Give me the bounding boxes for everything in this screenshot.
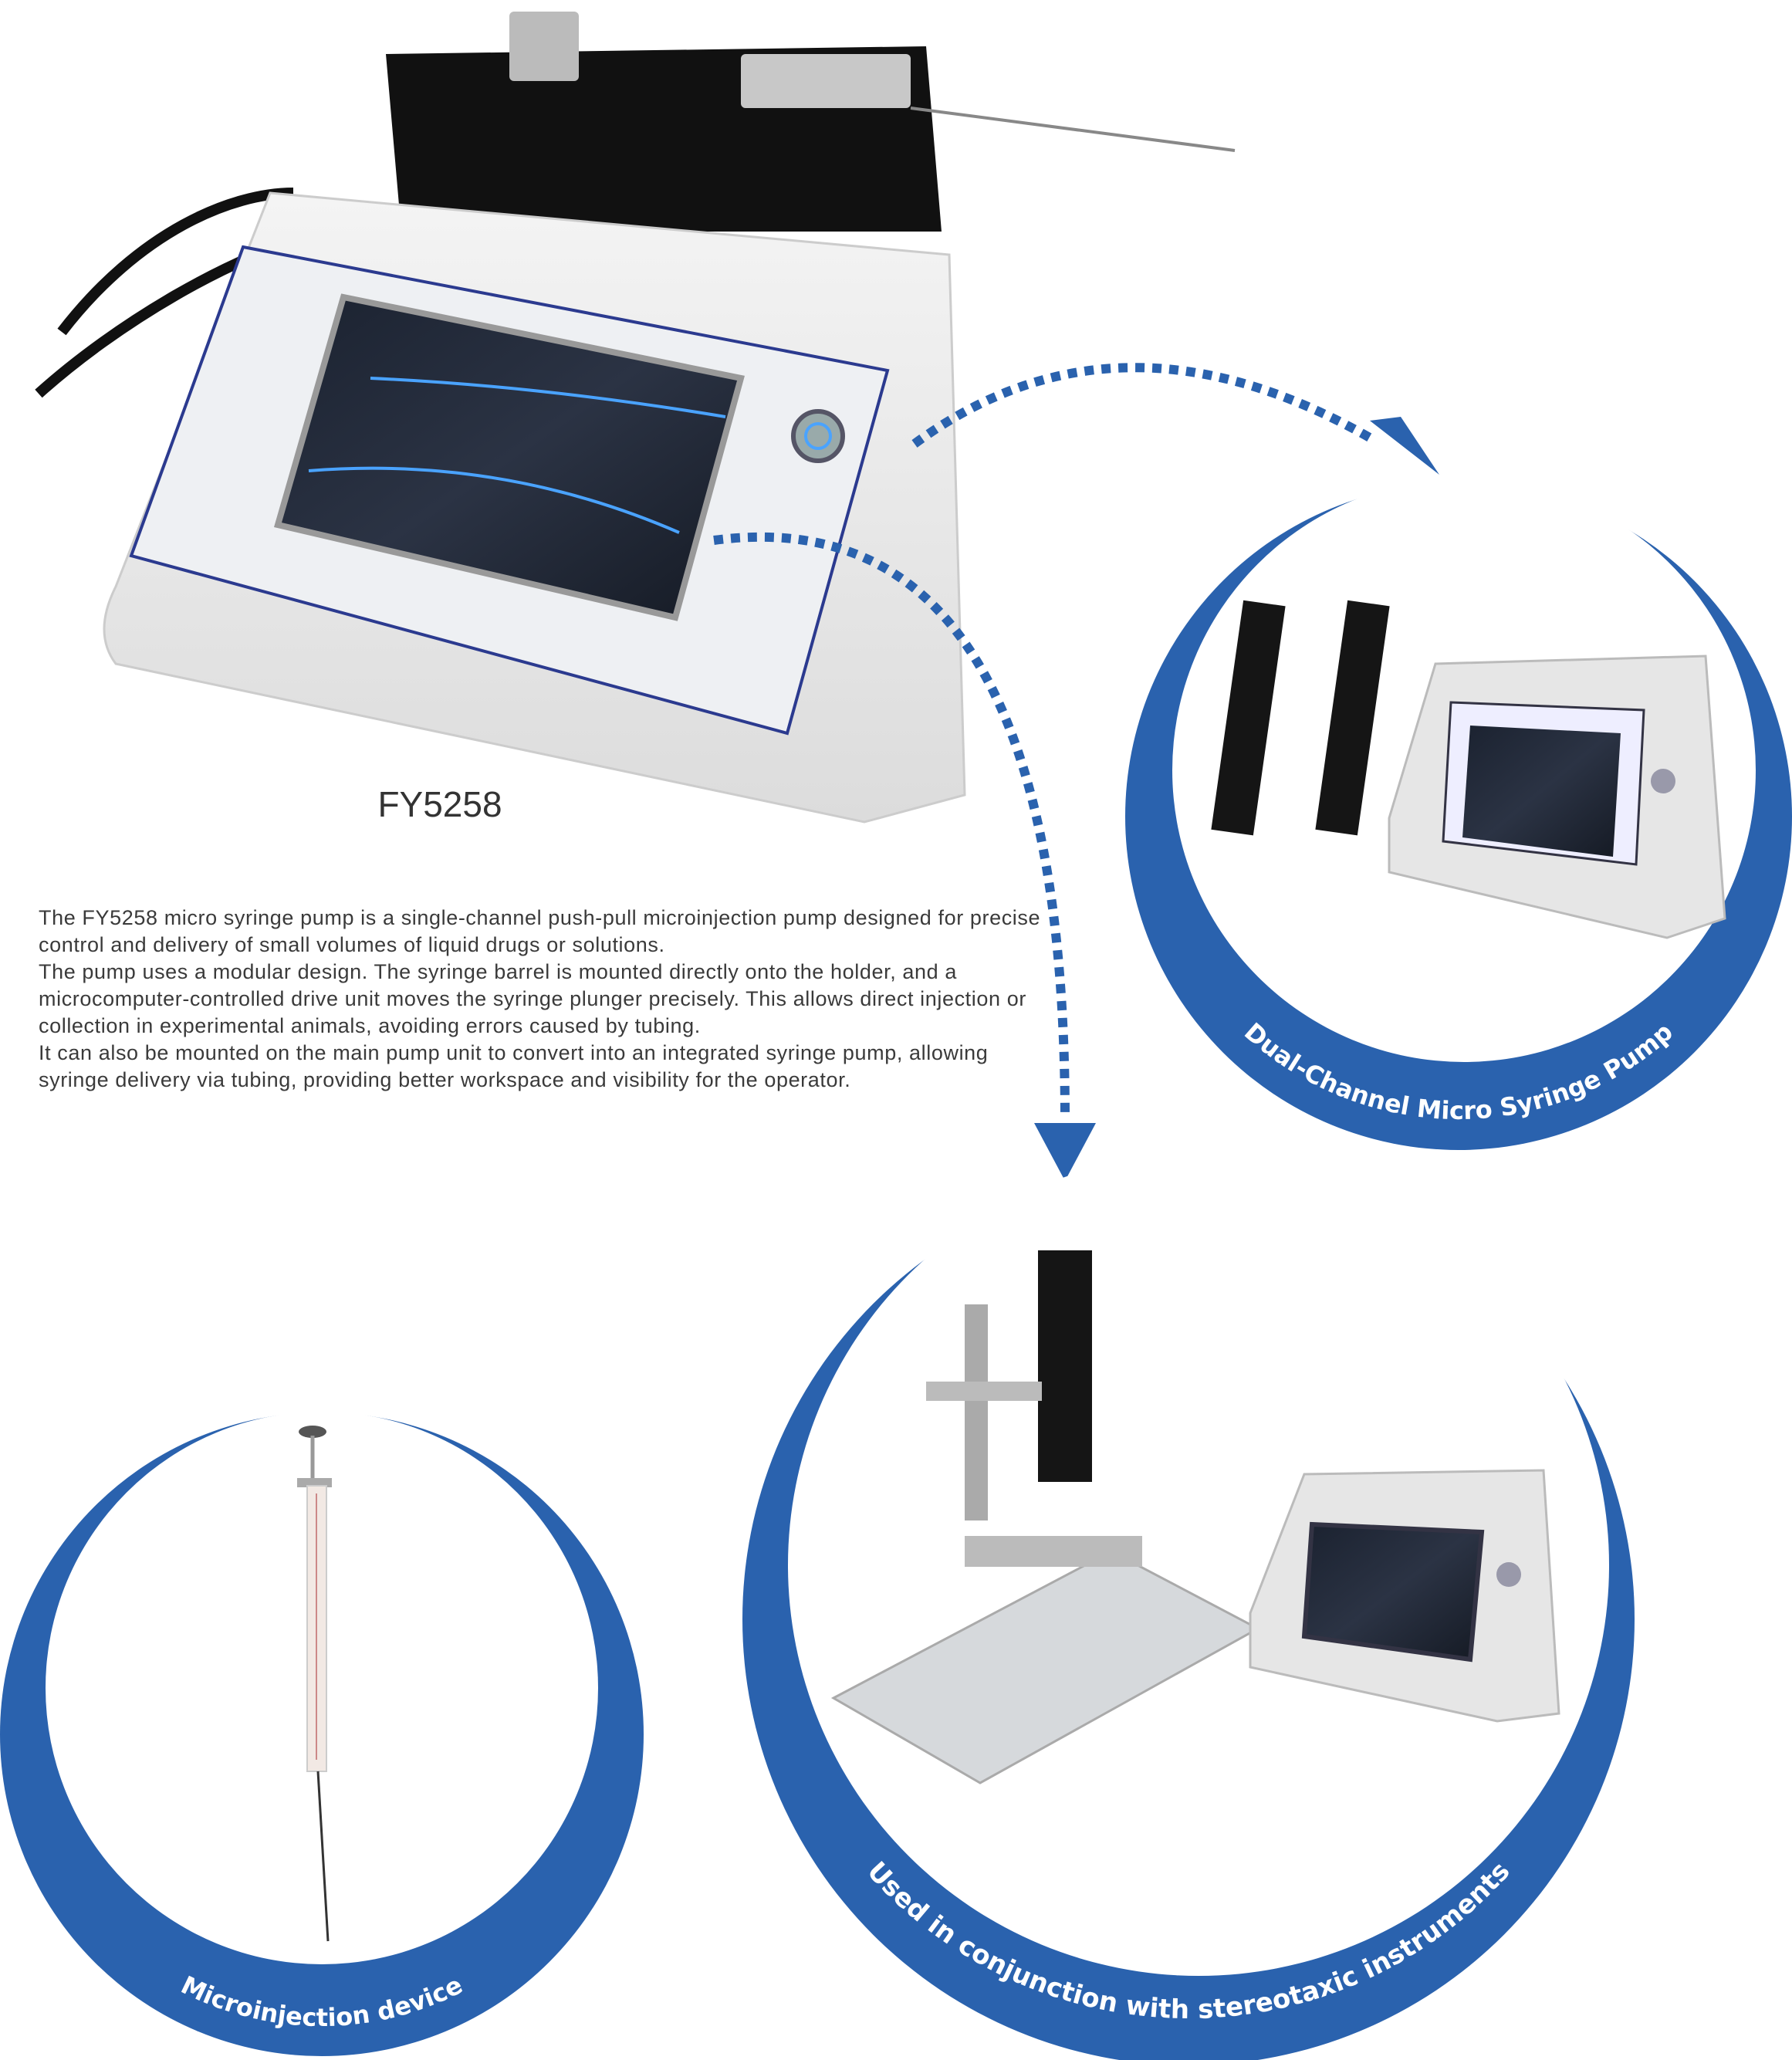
stereotaxic-instrument-image [830, 1250, 1560, 1784]
stereotaxic-callout: Used in conjunction with stereotaxic ins… [742, 1155, 1635, 2060]
microinjection-callout: Microinjection device [0, 1412, 644, 2056]
main-pump-image [35, 12, 1236, 824]
arrow-to-dual-channel [911, 363, 1439, 475]
description-paragraph: The FY5258 micro syringe pump is a singl… [39, 906, 1041, 956]
description-paragraph: The pump uses a modular design. The syri… [39, 960, 1026, 1037]
arrow-to-stereotaxic [713, 532, 1096, 1181]
description-paragraph: It can also be mounted on the main pump … [39, 1041, 989, 1091]
microsyringe-image [297, 1426, 332, 1942]
product-description: The FY5258 micro syringe pump is a singl… [39, 905, 1042, 1094]
model-label: FY5258 [377, 784, 502, 824]
dual-channel-callout: Dual-Channel Micro Syringe Pump [1125, 479, 1792, 1150]
dual-channel-pump-image [1211, 600, 1726, 939]
